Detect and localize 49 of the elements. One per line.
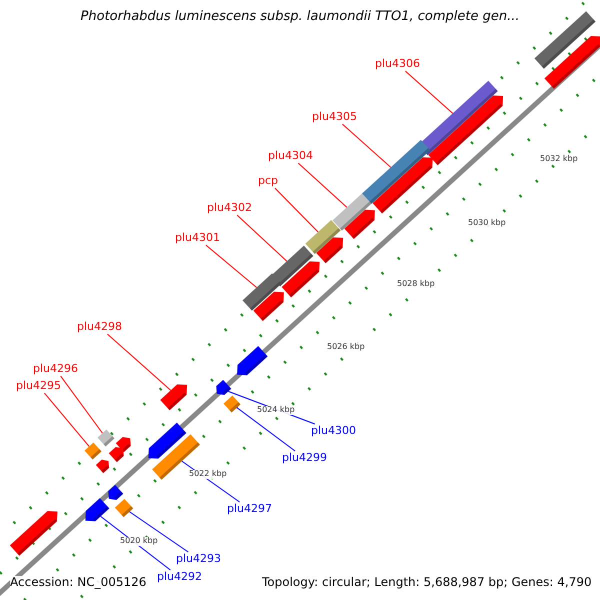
gene-name-label: pcp	[258, 175, 278, 188]
gene-name-label: plu4299	[282, 452, 328, 464]
gene-bar	[242, 273, 282, 311]
leader-line	[274, 188, 319, 232]
leader-line	[236, 407, 296, 452]
gene-diamond	[114, 498, 134, 518]
gene-bar	[305, 220, 341, 254]
leader-line	[205, 244, 258, 288]
gene-segment	[160, 384, 188, 410]
gene-name-label: plu4302	[207, 202, 252, 214]
leader-line	[106, 334, 172, 391]
gene-name-label: plu4304	[268, 150, 314, 162]
gene-bar	[362, 140, 430, 204]
scale-label: 5028 kbp	[397, 280, 435, 289]
scale-label: 5030 kbp	[468, 219, 506, 228]
leader-line	[60, 376, 103, 434]
gene-name-label: plu4296	[33, 363, 78, 376]
gene-name-label: plu4298	[77, 321, 122, 334]
gene-diamond	[224, 396, 240, 412]
leader-line	[298, 162, 348, 208]
gene-name-label: plu4305	[312, 111, 358, 124]
gene-bar	[270, 246, 314, 286]
gene-diamond	[98, 430, 114, 446]
gene-bar	[332, 193, 372, 231]
leader-line	[44, 392, 90, 447]
scale-label: 5024 kbp	[257, 406, 295, 415]
leader-line	[129, 511, 189, 552]
leader-line	[100, 516, 171, 570]
scale-label: 5020 kbp	[120, 537, 158, 546]
accession-text: Accession: NC_005126	[10, 576, 146, 590]
gene-name-label: plu4292	[157, 571, 202, 584]
gene-diamond	[84, 442, 102, 460]
gene-name-label: plu4301	[175, 232, 220, 244]
scale-label: 5026 kbp	[327, 343, 365, 352]
gene-name-label: plu4293	[176, 553, 222, 566]
gene-segment	[216, 380, 232, 395]
genome-summary-text: Topology: circular; Length: 5,688,987 bp; Genes: 4,790	[262, 576, 592, 590]
leader-line	[236, 214, 288, 262]
gene-name-label: plu4300	[311, 425, 356, 438]
leader-line	[404, 70, 454, 114]
scale-label: 5022 kbp	[189, 470, 227, 479]
gene-segment	[108, 484, 124, 500]
title: Photorhabdus luminescens subsp. laumondii TTO1, complete gen...	[80, 10, 520, 24]
scale-label: 5032 kbp	[540, 155, 578, 164]
leader-line	[342, 124, 392, 168]
gene-name-label: plu4297	[227, 503, 272, 516]
gene-name-label: plu4295	[16, 380, 62, 392]
gene-segment	[85, 498, 110, 522]
gene-name-label: plu4306	[375, 58, 420, 70]
